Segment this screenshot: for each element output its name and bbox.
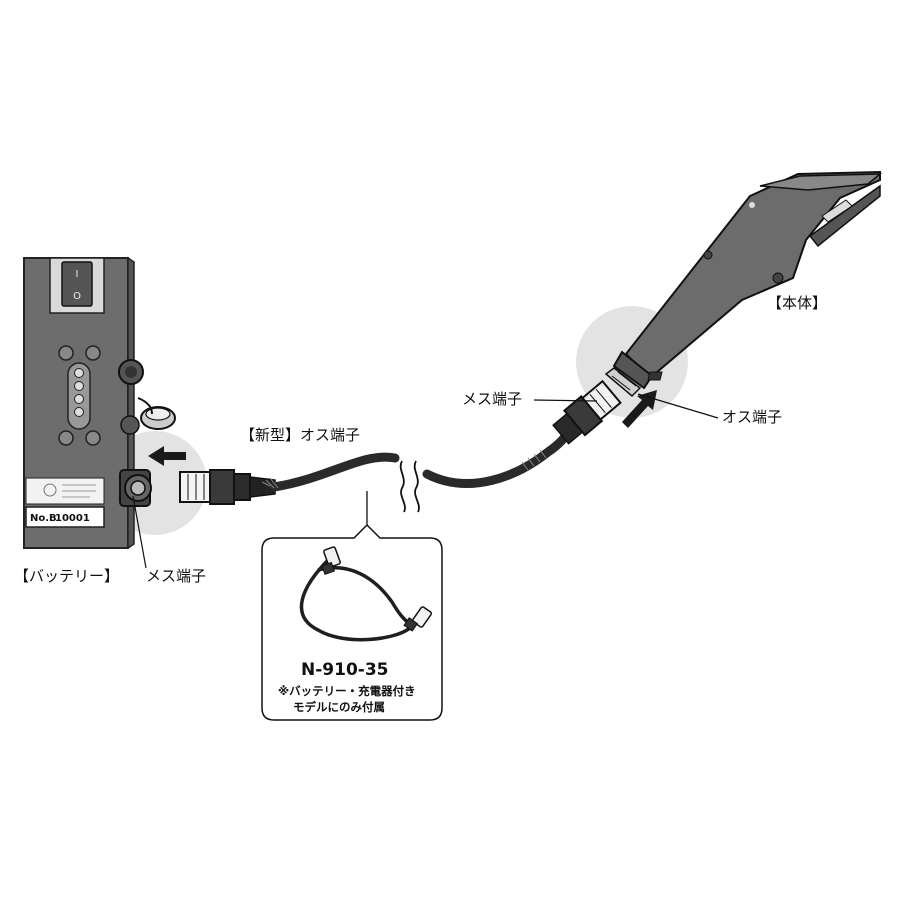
label-tool-female-terminal: メス端子: [462, 390, 523, 408]
indicator-panel: [58, 345, 101, 446]
tool-male-terminal: [604, 367, 642, 398]
label-battery-female-terminal: メス端子: [146, 567, 207, 585]
inset-cable-illustration: [299, 546, 433, 642]
inset-note-line1: ※バッテリー・充電器付き: [278, 684, 416, 698]
battery-female-socket: [119, 469, 152, 507]
inset-box: [261, 523, 443, 721]
serial-prefix: No.B: [30, 513, 57, 524]
new-male-connector: [179, 469, 276, 505]
cable-break-mark-1: [399, 460, 406, 513]
arrow-to-battery: [148, 446, 186, 466]
leader-tool-male: [637, 393, 719, 419]
switch-off-mark: O: [73, 291, 81, 302]
tool-body: [604, 170, 883, 398]
power-switch: [61, 261, 93, 307]
label-battery: 【バッテリー】: [14, 567, 120, 585]
cable-break-mark-2: [413, 460, 420, 513]
label-tool-male-terminal: オス端子: [722, 408, 783, 426]
cable-left: [269, 452, 400, 492]
leader-battery-female: [132, 495, 147, 569]
inset-model-number: N-910-35: [301, 660, 389, 680]
inset-note-line2: モデルにのみ付属: [293, 700, 385, 714]
label-new-male-terminal: 【新型】オス端子: [240, 426, 361, 444]
serial-number: 10001: [55, 513, 90, 524]
battery-unit: I O: [23, 256, 176, 550]
serial-plate: [25, 506, 105, 528]
tool-female-connector: [552, 379, 622, 445]
arrow-to-tool: [622, 390, 657, 428]
switch-on-mark: I: [76, 269, 79, 280]
leader-tool-female: [533, 399, 598, 402]
label-tool-body: 【本体】: [767, 294, 828, 312]
cable-right: [422, 423, 577, 488]
